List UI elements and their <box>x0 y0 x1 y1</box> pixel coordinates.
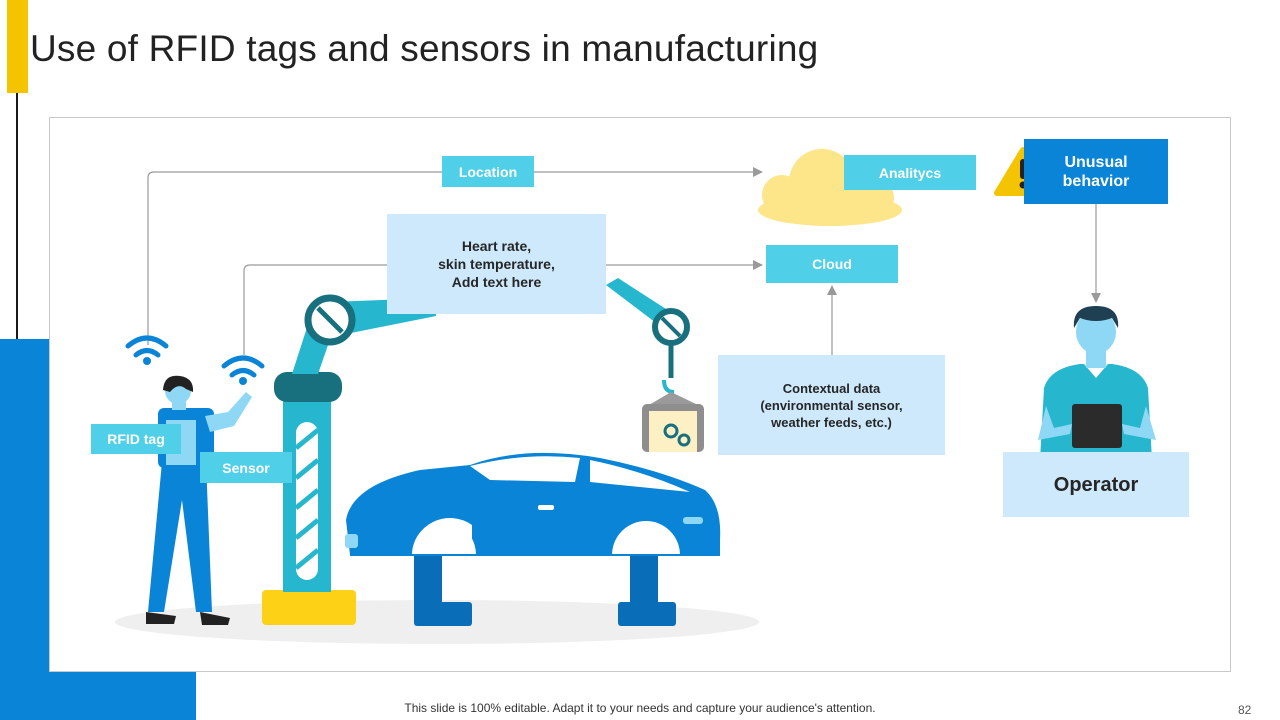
contextual-data-line1: Contextual data <box>782 380 881 396</box>
connector-rfid-location <box>147 171 442 345</box>
accent-bar <box>7 0 28 93</box>
wifi-icon <box>221 355 265 378</box>
car-icon <box>345 452 721 626</box>
heart-rate-box: Heart rate, skin temperature, Add text h… <box>387 214 606 314</box>
cloud-label: Cloud <box>766 245 898 283</box>
contextual-data-line3: weather feeds, etc.) <box>771 414 892 430</box>
contextual-data-box: Contextual data (environmental sensor, w… <box>718 355 945 455</box>
connector-sensor-heart <box>243 264 387 355</box>
cloud-icon <box>758 149 902 226</box>
sensor-label: Sensor <box>200 452 292 483</box>
location-label: Location <box>442 156 534 187</box>
unusual-behavior-line2: behavior <box>1062 172 1130 190</box>
divider-line <box>16 93 18 339</box>
robot-arm-icon <box>262 278 690 625</box>
heart-rate-line3: Add text here <box>451 274 542 290</box>
wifi-icon <box>125 335 169 358</box>
operator-label: Operator <box>1003 452 1189 517</box>
worker-icon <box>146 375 252 625</box>
heart-rate-line1: Heart rate, <box>461 238 532 254</box>
package-icon <box>642 392 704 452</box>
unusual-behavior-box: Unusual behavior <box>1024 139 1168 204</box>
heart-rate-line2: skin temperature, <box>438 256 555 272</box>
contextual-data-line2: (environmental sensor, <box>760 397 903 413</box>
analytics-label: Analitycs <box>844 155 976 190</box>
rfid-tag-label: RFID tag <box>91 424 181 454</box>
slide-title: Use of RFID tags and sensors in manufact… <box>30 28 819 69</box>
unusual-behavior-line1: Unusual <box>1064 153 1128 171</box>
footer-note: This slide is 100% editable. Adapt it to… <box>404 701 876 715</box>
page-number: 82 <box>1238 703 1252 717</box>
operator-icon <box>1038 306 1156 460</box>
